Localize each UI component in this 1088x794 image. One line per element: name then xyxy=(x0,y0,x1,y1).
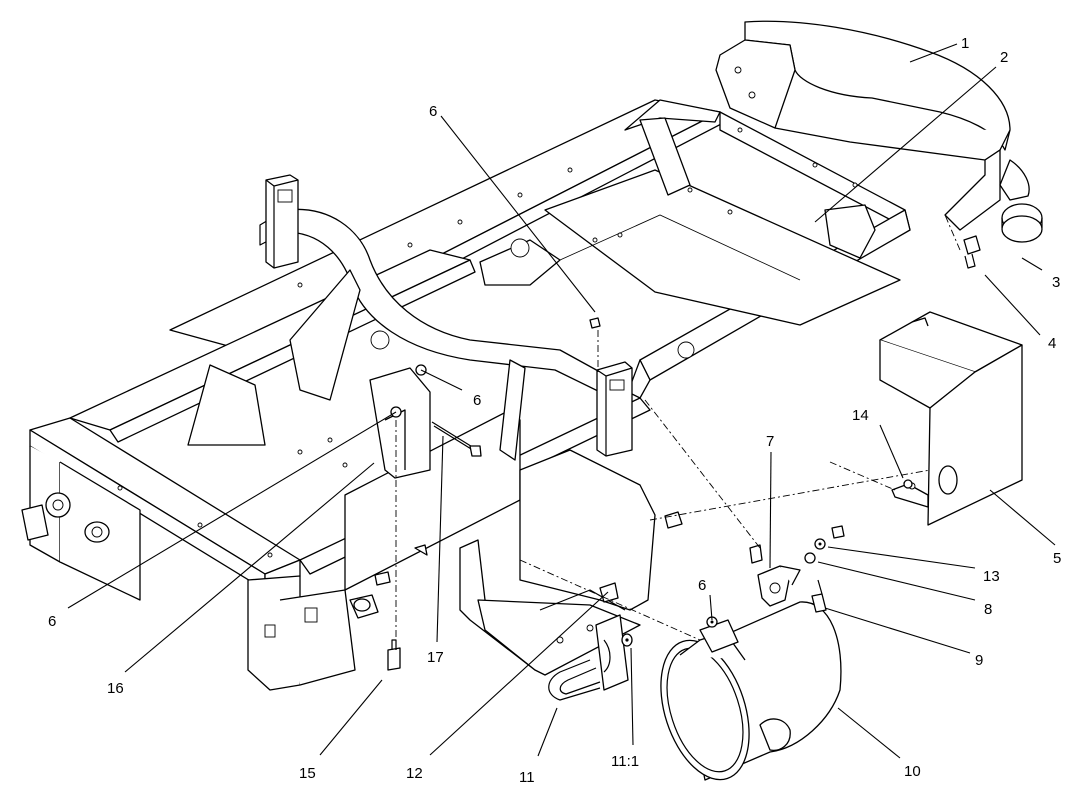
callout-17: 17 xyxy=(427,649,444,666)
callout-11: 11 xyxy=(519,769,535,786)
callout-11-1: 11:1 xyxy=(611,753,639,770)
main-frame xyxy=(21,99,911,691)
callout-5: 5 xyxy=(1053,550,1061,567)
callout-6c: 6 xyxy=(48,613,56,630)
callout-labels: 1 2 3 4 5 6 6 6 6 7 8 9 10 11 11:1 12 13… xyxy=(48,35,1061,786)
assembly-centerlines xyxy=(395,214,961,641)
callout-8: 8 xyxy=(984,601,992,618)
callout-1: 1 xyxy=(961,35,969,52)
part-17-bolt xyxy=(431,421,482,457)
part-5-shield-box xyxy=(879,311,1023,526)
callout-12: 12 xyxy=(406,765,423,782)
callout-2: 2 xyxy=(1000,49,1008,66)
part-11-u-bolt xyxy=(548,614,629,701)
part-14-fastener xyxy=(903,479,913,489)
part-11-1-nut xyxy=(621,633,633,647)
callout-14: 14 xyxy=(852,407,869,424)
leader-lines xyxy=(67,43,1056,759)
callout-6a: 6 xyxy=(429,103,437,120)
callout-6d: 6 xyxy=(698,577,706,594)
callout-16: 16 xyxy=(107,680,124,697)
part-10-muffler xyxy=(660,601,842,781)
parts-7-8-9-13-hardware xyxy=(749,525,845,613)
part-15-bolt xyxy=(387,639,401,671)
callout-6b: 6 xyxy=(473,392,481,409)
part-1-rear-cover xyxy=(715,20,1030,231)
callout-15: 15 xyxy=(299,765,316,782)
callout-7: 7 xyxy=(766,433,774,450)
callout-10: 10 xyxy=(904,763,921,780)
part-3-cap xyxy=(1001,203,1043,243)
callout-13: 13 xyxy=(983,568,1000,585)
callout-4: 4 xyxy=(1048,335,1056,352)
callout-9: 9 xyxy=(975,652,983,669)
part-4-bolt xyxy=(963,235,981,269)
callout-3: 3 xyxy=(1052,274,1060,291)
